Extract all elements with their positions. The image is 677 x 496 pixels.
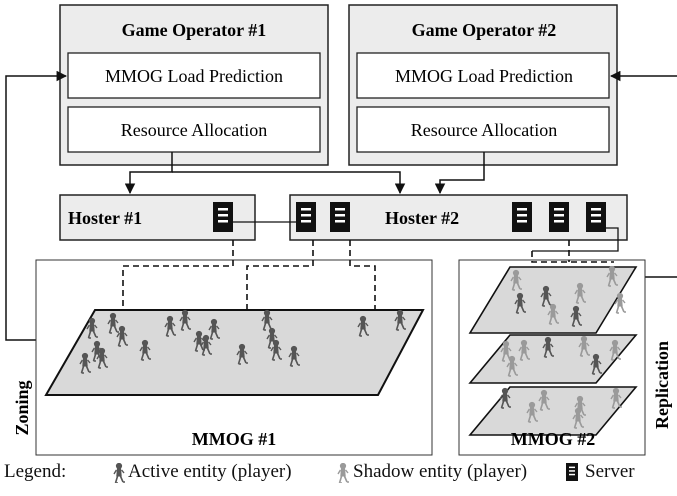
legend-title: Legend: bbox=[4, 461, 67, 482]
architecture-diagram: Game Operator #1 MMOG Load Prediction Re… bbox=[5, 4, 677, 456]
mmog-2-label: MMOG #2 bbox=[511, 429, 595, 449]
server-legend-icon bbox=[566, 463, 578, 481]
load-prediction-2: MMOG Load Prediction bbox=[395, 66, 573, 86]
legend: Legend: Active entity (player) Shadow en… bbox=[0, 461, 677, 491]
server-icon bbox=[512, 202, 532, 232]
game-operator-2: Game Operator #2 MMOG Load Prediction Re… bbox=[348, 4, 618, 166]
feedback-arrow-right bbox=[611, 76, 677, 278]
game-operator-2-title: Game Operator #2 bbox=[412, 20, 557, 40]
mmog-1-area: MMOG #1 Zoning bbox=[12, 240, 433, 456]
replication-label: Replication bbox=[652, 341, 672, 429]
hoster-2-link-right bbox=[532, 227, 619, 252]
mmog-2-area: MMOG #2 Replication bbox=[458, 240, 672, 456]
load-prediction-1: MMOG Load Prediction bbox=[105, 66, 283, 86]
server-icon bbox=[213, 202, 233, 232]
mmog-1-label: MMOG #1 bbox=[192, 429, 276, 449]
hoster-2: Hoster #2 bbox=[289, 194, 628, 241]
server-icon bbox=[330, 202, 350, 232]
legend-active-label: Active entity (player) bbox=[128, 461, 292, 482]
allocation-arrow-2 bbox=[434, 152, 485, 195]
replica-link-dashed bbox=[531, 240, 614, 263]
allocation-arrow-1 bbox=[124, 152, 173, 195]
server-icon bbox=[549, 202, 569, 232]
hoster-1: Hoster #1 bbox=[59, 194, 256, 241]
hoster-2-label: Hoster #2 bbox=[385, 208, 459, 228]
zone-link-dashed bbox=[122, 240, 376, 310]
resource-allocation-2: Resource Allocation bbox=[411, 120, 557, 140]
shadow-entity-icon bbox=[337, 463, 349, 483]
zoning-label: Zoning bbox=[12, 380, 32, 435]
feedback-arrow-left bbox=[5, 70, 68, 341]
server-icon bbox=[586, 202, 606, 232]
game-operator-1-title: Game Operator #1 bbox=[122, 20, 267, 40]
game-operator-1: Game Operator #1 MMOG Load Prediction Re… bbox=[59, 4, 329, 166]
hoster-1-label: Hoster #1 bbox=[68, 208, 142, 228]
server-icon bbox=[296, 202, 316, 232]
legend-server-label: Server bbox=[585, 461, 635, 482]
resource-allocation-1: Resource Allocation bbox=[121, 120, 267, 140]
allocation-arrow-1b bbox=[172, 171, 406, 195]
legend-shadow-label: Shadow entity (player) bbox=[353, 461, 528, 482]
active-entity-icon bbox=[113, 463, 125, 483]
